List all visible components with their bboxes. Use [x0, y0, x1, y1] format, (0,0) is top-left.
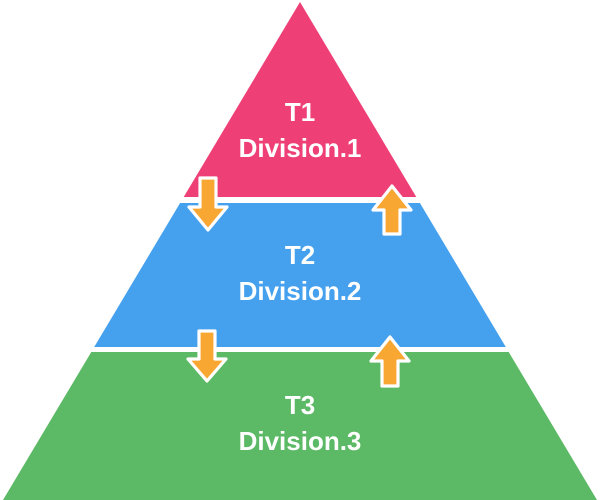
tier-2-shape [94, 203, 506, 347]
tier-1-title: T1 [285, 97, 315, 127]
arrow-up-icon [369, 335, 411, 388]
tier-2-subtitle: Division.2 [239, 276, 362, 306]
arrow-up-icon [371, 184, 413, 236]
tier-2-title: T2 [285, 240, 315, 270]
tier-1-subtitle: Division.1 [239, 133, 362, 163]
tier-1-shape [183, 2, 417, 197]
arrow-down-icon [187, 176, 229, 232]
tier-3-shape [3, 352, 597, 500]
arrow-down-icon [186, 329, 228, 383]
tier-3-subtitle: Division.3 [239, 426, 362, 456]
tier-3-title: T3 [285, 390, 315, 420]
